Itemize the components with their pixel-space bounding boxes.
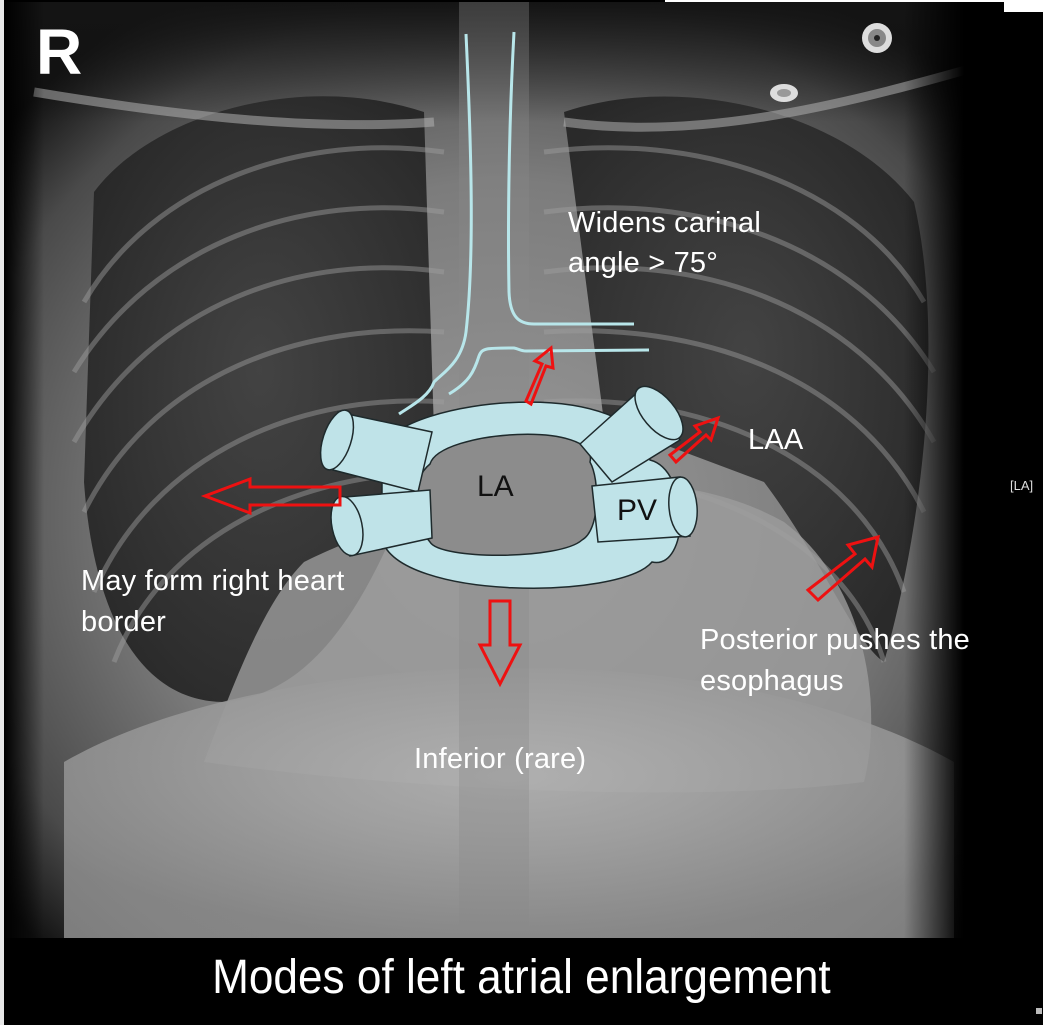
left-main-bronchus-upper [507,31,634,326]
label-posterior-line1: Posterior pushes the [700,624,970,656]
label-right-heart-border-line2: border [81,606,167,638]
ecg-electrode-lower [770,84,798,102]
chest-xray-image [4,2,1004,938]
label-carinal-angle-line2: angle > 75° [568,247,719,279]
airway-outline [398,31,650,416]
label-la: LA [477,470,514,503]
abdomen [64,667,954,938]
arrow-left-appendage [667,415,721,465]
label-carinal-angle-line1: Widens carinal [568,207,761,239]
pulmonary-vein-upper-right [319,409,433,493]
page-margin-left [0,0,4,1025]
side-label-la: [LA] [1010,478,1034,493]
pulmonary-vein-upper-left [578,385,684,483]
xray-right-edge [904,2,1004,938]
corner-mark [1036,1008,1042,1014]
label-laa: LAA [748,424,804,456]
left-lung-field [564,96,929,662]
page-margin-right [1043,0,1050,1025]
ecg-electrode-upper [862,23,892,53]
xray-left-edge [4,2,44,938]
trachea-right-wall [398,33,473,416]
label-posterior-line2: esophagus [700,665,844,697]
arrow-posterior [805,534,880,603]
arrow-superior [524,345,555,407]
arrow-rightward [200,476,342,516]
side-marker-r: R [36,16,83,88]
label-pv: PV [617,494,658,527]
arrow-inferior [477,599,523,688]
ribs [71,145,937,663]
label-right-heart-border-line1: May form right heart [81,565,345,597]
pulmonary-vein-lower-right [330,489,433,557]
label-inferior: Inferior (rare) [414,743,587,775]
pulmonary-vein-lower-left [591,476,698,543]
left-main-bronchus-lower [448,346,650,396]
figure-caption: Modes of left atrial enlargement [212,951,831,1004]
